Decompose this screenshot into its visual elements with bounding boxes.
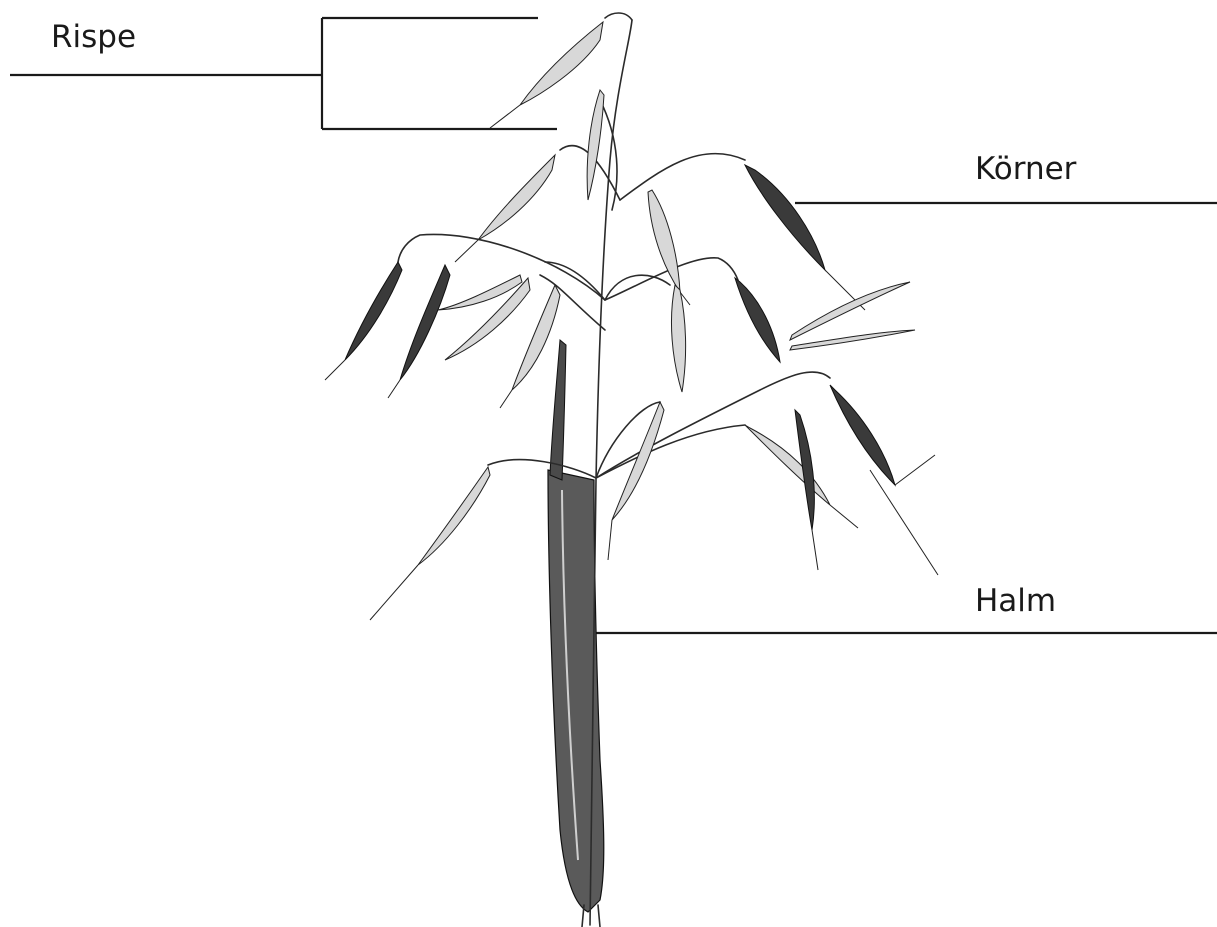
spikelet [790,330,915,350]
spikelet-dark [735,278,780,362]
spikelet-dark [830,385,895,485]
spikelet [790,282,910,340]
spikelet [612,402,664,520]
spikelet [445,278,530,360]
awn [895,455,935,485]
awn [370,565,418,620]
awn [490,105,520,128]
spikelet [478,155,555,240]
awn [455,240,478,262]
awn [325,360,345,380]
spikelet-dark [400,265,450,380]
branch [620,154,745,200]
awn [608,520,612,560]
spikelet-dark [345,262,402,360]
main-culm-top [605,13,632,20]
spikelet [671,285,685,392]
branch [596,425,745,478]
awn [812,530,818,570]
awn [830,505,858,528]
label-halm: Halm [975,586,1056,617]
panicle-branches [398,100,830,478]
awn [500,390,512,408]
awn [388,380,400,398]
spikelet [418,467,490,565]
leaf-blade [550,340,566,480]
label-korner: Körner [975,154,1076,185]
spikelet-dark [745,165,825,270]
spikelet [745,425,830,505]
awn [870,470,938,575]
spikelet [520,22,603,105]
spikelet [587,90,604,200]
stalk-base-2 [598,905,600,927]
label-rispe: Rispe [51,22,136,53]
leader-lines [10,18,1217,633]
branch [488,460,596,478]
spikelets [325,22,938,620]
